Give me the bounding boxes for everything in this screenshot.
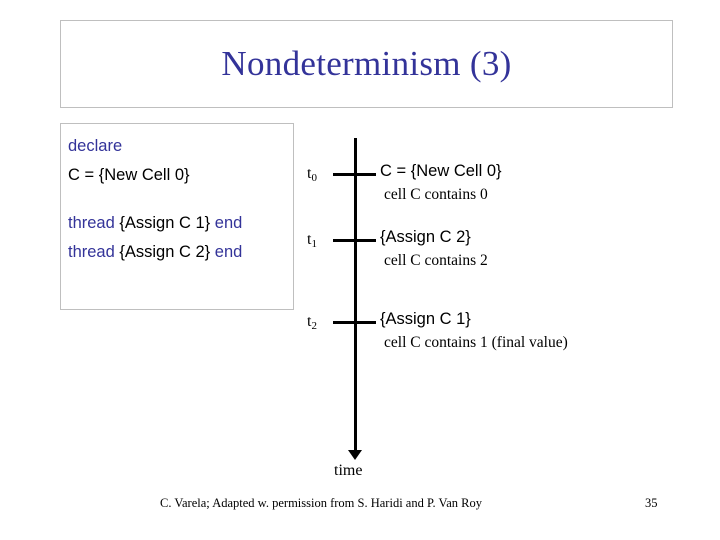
- slide-title-box: Nondeterminism (3): [60, 20, 673, 108]
- footer-credit: C. Varela; Adapted w. permission from S.…: [160, 496, 482, 510]
- timeline-arrow-icon: [348, 450, 362, 460]
- code-line-thread-1: thread {Assign C 1} end: [68, 209, 293, 238]
- timeline-label-t2-sub: 2: [311, 320, 317, 332]
- timeline-event-t0: C = {New Cell 0} cell C contains 0: [380, 161, 502, 205]
- timeline-event-code-t2: {Assign C 1}: [380, 310, 471, 328]
- code-keyword-thread-1: thread: [68, 214, 120, 232]
- timeline-label-t1-letter: t: [307, 231, 312, 248]
- code-text-assign-2: {Assign C 2}: [119, 243, 215, 261]
- timeline-caption: time: [334, 462, 363, 479]
- code-keyword-thread-2: thread: [68, 243, 120, 261]
- timeline-label-t0-sub: 0: [311, 172, 317, 184]
- timeline-label-t1-sub: 1: [311, 238, 317, 250]
- timeline-axis-line: [354, 138, 357, 454]
- page-title: Nondeterminism (3): [221, 44, 512, 83]
- timeline-label-t1: t1: [307, 231, 317, 250]
- code-keyword-end-1: end: [214, 214, 243, 232]
- timeline-event-t2: {Assign C 1} cell C contains 1 (final va…: [380, 309, 568, 353]
- code-line-thread-2: thread {Assign C 2} end: [68, 238, 293, 267]
- code-block: declare C = {New Cell 0} thread {Assign …: [60, 123, 294, 310]
- timeline-label-t0: t0: [307, 165, 317, 184]
- timeline-event-desc-t2: cell C contains 1 (final value): [384, 334, 568, 351]
- code-line-newcell: C = {New Cell 0}: [68, 161, 293, 190]
- timeline-tick-t1: [333, 239, 376, 242]
- timeline-event-desc-t1: cell C contains 2: [384, 252, 488, 269]
- timeline-label-t2-letter: t: [307, 313, 312, 330]
- code-text-newcell: C = {New Cell 0}: [68, 166, 190, 184]
- timeline-event-code-t1: {Assign C 2}: [380, 228, 471, 246]
- code-keyword-end-2: end: [214, 243, 243, 261]
- code-text-assign-1: {Assign C 1}: [119, 214, 215, 232]
- timeline-event-t1: {Assign C 2} cell C contains 2: [380, 227, 488, 271]
- timeline-label-t2: t2: [307, 313, 317, 332]
- timeline-tick-t0: [333, 173, 376, 176]
- code-keyword-declare: declare: [68, 137, 123, 155]
- timeline-event-desc-t0: cell C contains 0: [384, 186, 488, 203]
- code-line-declare: declare: [68, 132, 293, 161]
- timeline-tick-t2: [333, 321, 376, 324]
- code-blank-line: [68, 190, 293, 209]
- timeline-event-code-t0: C = {New Cell 0}: [380, 162, 502, 180]
- footer-page-number: 35: [645, 496, 658, 510]
- timeline-label-t0-letter: t: [307, 165, 312, 182]
